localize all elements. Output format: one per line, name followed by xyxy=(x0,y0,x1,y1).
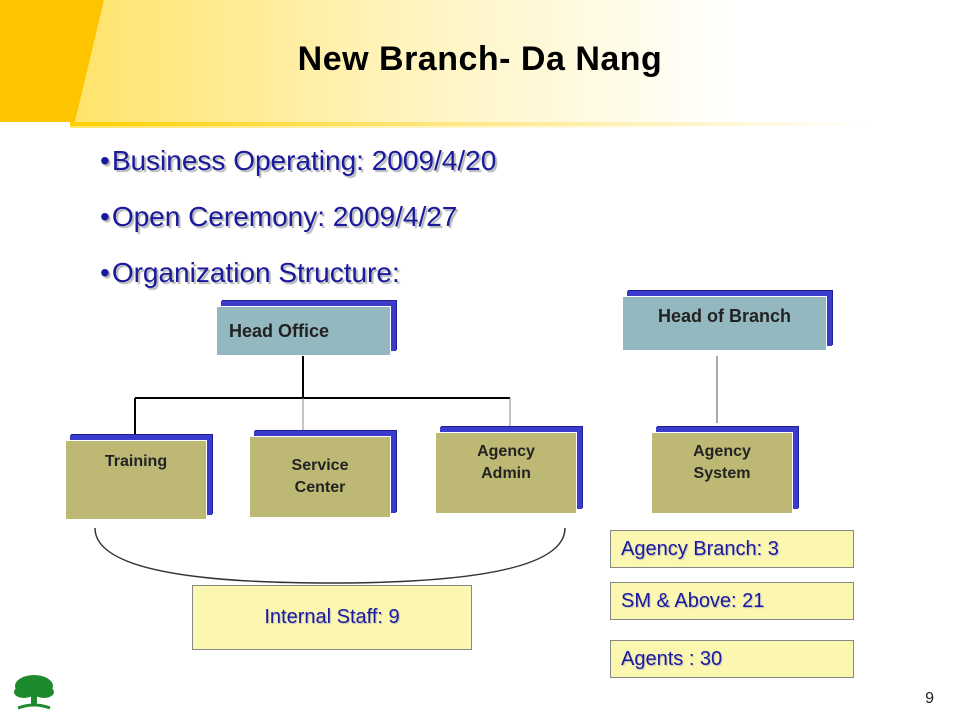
head-of-branch-label: Head of Branch xyxy=(657,306,792,326)
agency-admin-box: Agency Admin xyxy=(435,432,577,514)
stat-agency-branch-label: Agency Branch: 3 xyxy=(621,537,779,560)
bullet-text: Business Operating: 2009/4/20 xyxy=(111,145,497,176)
stat-sm-above: SM & Above: 21 xyxy=(610,582,854,620)
bullet-organization-structure: •Organization Structure: xyxy=(100,257,400,288)
stat-sm-above-label: SM & Above: 21 xyxy=(621,589,765,612)
stat-agents-label: Agents : 30 xyxy=(621,647,723,670)
service-center-label: Service Center xyxy=(291,457,349,496)
bullet-business-operating: •Business Operating: 2009/4/20 xyxy=(100,145,497,176)
training-label: Training xyxy=(104,453,168,470)
internal-staff-brace xyxy=(94,527,566,584)
bullet-text: Organization Structure: xyxy=(111,257,400,288)
bullet-text: Open Ceremony: 2009/4/27 xyxy=(111,201,458,232)
bullet-list: •Business Operating: 2009/4/20 •Open Cer… xyxy=(100,142,496,310)
agency-admin-label: Agency Admin xyxy=(477,443,535,482)
stat-agency-branch: Agency Branch: 3 xyxy=(610,530,854,568)
bullet-open-ceremony: •Open Ceremony: 2009/4/27 xyxy=(100,201,458,232)
agency-system-label: Agency System xyxy=(693,443,751,482)
agency-system-box: Agency System xyxy=(651,432,793,514)
service-center-box: Service Center xyxy=(249,436,391,518)
internal-staff-box: Internal Staff: 9 xyxy=(192,585,472,650)
tree-logo-icon xyxy=(14,675,54,710)
internal-staff-label: Internal Staff: 9 xyxy=(264,606,400,628)
page-number: 9 xyxy=(925,690,934,707)
head-office-label: Head Office xyxy=(229,321,330,341)
head-of-branch-box: Head of Branch xyxy=(622,296,827,351)
header-band xyxy=(70,0,960,128)
training-box: Training xyxy=(65,440,207,520)
slide-title: New Branch- Da Nang xyxy=(297,40,663,78)
header-underline xyxy=(70,122,960,126)
stat-agents: Agents : 30 xyxy=(610,640,854,678)
head-office-box: Head Office xyxy=(216,306,391,356)
